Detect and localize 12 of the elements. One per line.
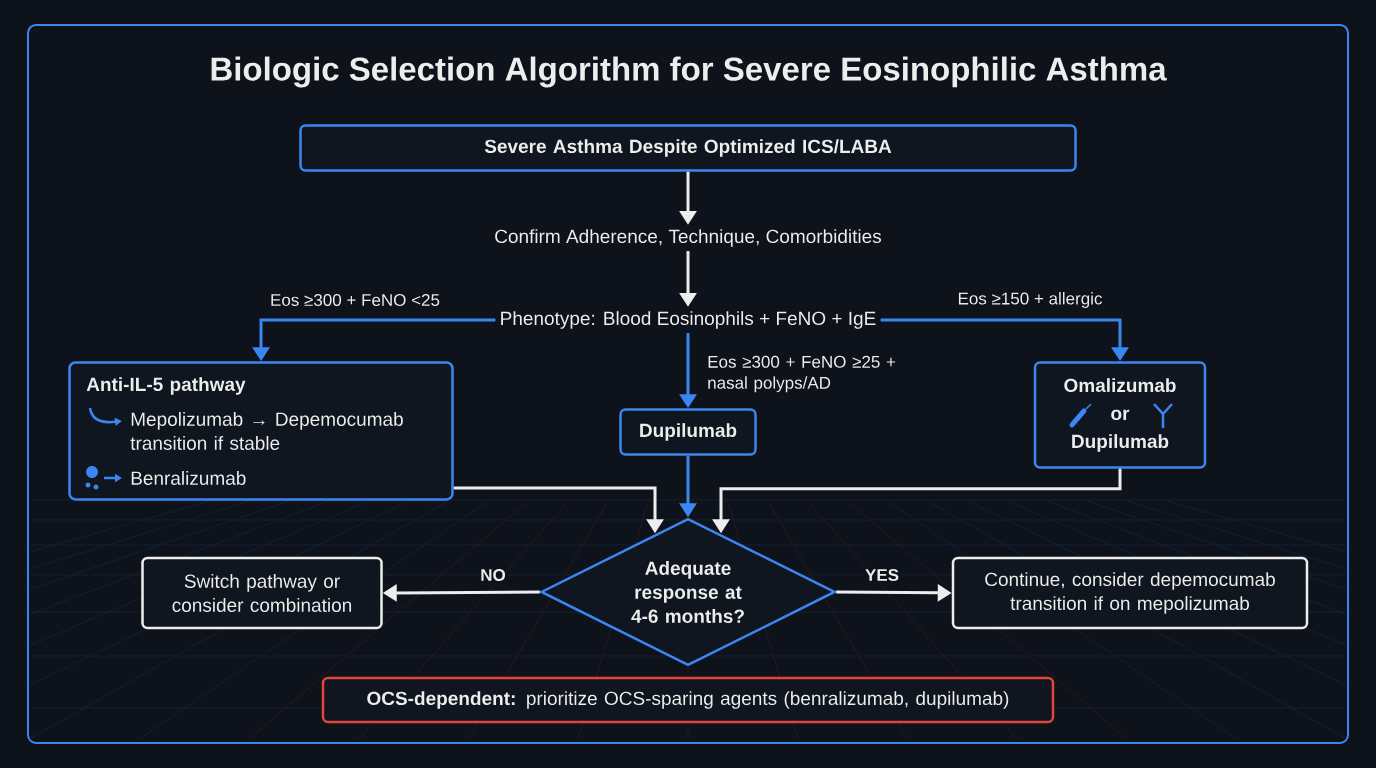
note-box: OCS-dependent: prioritize OCS-sparing agents (benralizumab, dupilumab) xyxy=(321,676,1055,724)
step-text: Phenotype: Blood Eosinophils + FeNO + IgE xyxy=(495,307,881,333)
edge-label: Eos ≥300 + FeNO ≥25 + nasal polyps/AD xyxy=(705,353,910,395)
outcome-box: Continue, consider depemocumab transition if on mepolizumab xyxy=(951,556,1309,630)
title: Biologic Selection Algorithm for Severe Eosinophilic Asthma xyxy=(211,56,1167,88)
outcome-box: Switch pathway or consider combination xyxy=(141,556,383,630)
edge-label: Eos ≥150 + allergic xyxy=(955,290,1105,310)
start-box: Severe Asthma Despite Optimized ICS/LABA xyxy=(299,124,1077,172)
pathway-box: Anti-IL-5 pathway Mepolizumab → Depemocumab transition if stable Benralizumab xyxy=(68,361,454,501)
drug-box: Dupilumab xyxy=(619,408,757,456)
step-text: Confirm Adherence, Technique, Comorbidities xyxy=(490,225,886,251)
drug-box: Omalizumab or Dupilumab xyxy=(1033,361,1207,469)
